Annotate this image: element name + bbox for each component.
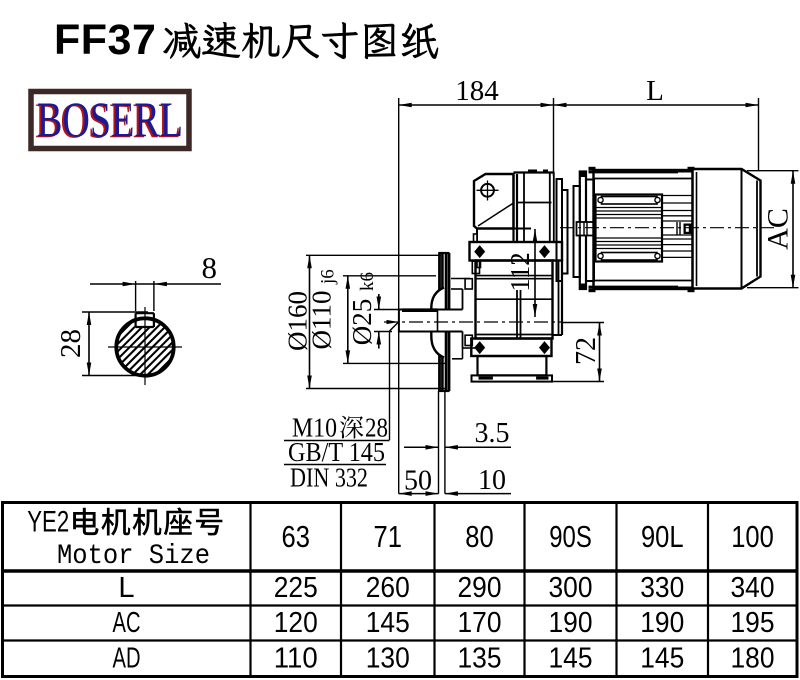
svg-text:290: 290 (458, 572, 502, 604)
svg-text:BOSERL: BOSERL (37, 91, 183, 147)
svg-text:Motor Size: Motor Size (57, 541, 210, 572)
svg-text:340: 340 (731, 572, 775, 604)
svg-text:DIN 332: DIN 332 (290, 463, 368, 493)
svg-text:YE2: YE2 (27, 506, 69, 539)
svg-text:Ø25: Ø25 (347, 299, 377, 346)
svg-text:FF37: FF37 (54, 16, 156, 64)
svg-text:BOSERL: BOSERL (35, 92, 181, 148)
svg-text:90S: 90S (549, 519, 592, 554)
svg-text:145: 145 (366, 607, 410, 639)
svg-text:330: 330 (640, 572, 684, 604)
svg-text:Ø110: Ø110 (307, 291, 337, 350)
svg-text:Ø160: Ø160 (283, 291, 313, 351)
svg-text:72: 72 (571, 337, 602, 365)
svg-text:M10: M10 (292, 413, 337, 443)
svg-text:28: 28 (55, 329, 87, 358)
svg-text:L: L (646, 75, 664, 107)
svg-text:300: 300 (549, 572, 593, 604)
svg-text:184: 184 (455, 75, 499, 107)
svg-text:AC: AC (762, 208, 795, 250)
svg-text:135: 135 (458, 643, 502, 675)
svg-text:AD: AD (113, 643, 141, 675)
svg-text:225: 225 (274, 572, 318, 604)
svg-text:120: 120 (274, 607, 318, 639)
svg-text:130: 130 (366, 643, 410, 675)
svg-text:110: 110 (274, 643, 318, 675)
svg-text:10: 10 (478, 465, 506, 496)
svg-text:80: 80 (465, 519, 493, 554)
svg-text:190: 190 (549, 607, 593, 639)
svg-text:260: 260 (366, 572, 410, 604)
svg-text:145: 145 (549, 643, 593, 675)
svg-text:28: 28 (365, 413, 388, 443)
svg-text:90L: 90L (641, 519, 684, 554)
svg-text:71: 71 (374, 519, 402, 554)
svg-text:j6: j6 (318, 269, 339, 285)
svg-text:180: 180 (731, 643, 775, 675)
svg-text:195: 195 (731, 607, 775, 639)
svg-text:145: 145 (640, 643, 684, 675)
svg-text:100: 100 (731, 519, 774, 554)
svg-text:3.5: 3.5 (475, 418, 510, 449)
svg-text:50: 50 (404, 466, 432, 497)
svg-text:GB/T 145: GB/T 145 (288, 437, 385, 467)
svg-text:k6: k6 (357, 272, 378, 291)
svg-text:112: 112 (505, 252, 535, 292)
svg-text:AC: AC (113, 607, 141, 639)
svg-text:170: 170 (458, 607, 502, 639)
svg-text:8: 8 (202, 250, 218, 285)
svg-text:190: 190 (640, 607, 684, 639)
svg-text:63: 63 (282, 519, 310, 554)
svg-text:L: L (118, 572, 134, 604)
